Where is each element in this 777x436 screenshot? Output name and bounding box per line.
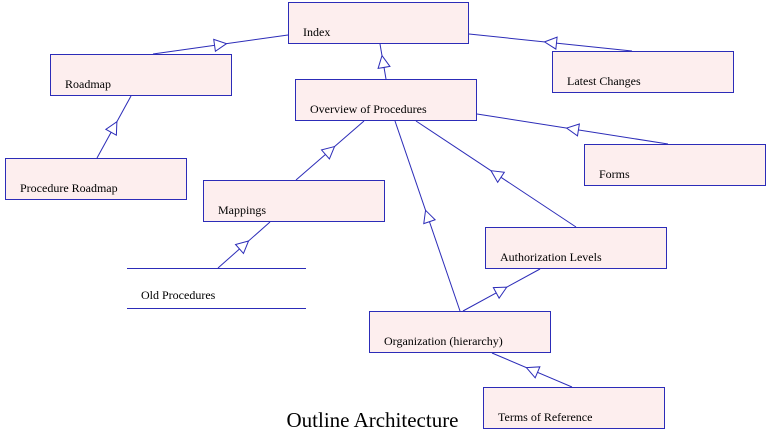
diagram-title: Outline Architecture — [286, 408, 459, 432]
node-roadmap: Roadmap — [50, 54, 232, 96]
arrowhead-icon — [104, 120, 118, 136]
node-forms: Forms — [584, 144, 766, 186]
node-mappings: Mappings — [203, 180, 385, 222]
node-label: Forms — [599, 167, 630, 181]
node-authorization-levels: Authorization Levels — [485, 227, 667, 269]
node-label: Organization (hierarchy) — [384, 334, 503, 348]
arrowhead-icon — [525, 366, 541, 379]
arrowhead-icon — [543, 36, 558, 50]
arrowhead-icon — [377, 54, 391, 70]
node-old-procedures: Old Procedures — [127, 268, 306, 309]
node-label: Terms of Reference — [498, 410, 593, 424]
node-index: Index — [288, 2, 469, 44]
node-label: Index — [303, 25, 331, 39]
node-label: Overview of Procedures — [310, 102, 427, 116]
node-procedure-roadmap: Procedure Roadmap — [5, 158, 187, 200]
node-label: Mappings — [218, 203, 266, 217]
arrowhead-icon — [423, 209, 437, 225]
arrowhead-icon — [320, 145, 336, 160]
node-label: Old Procedures — [141, 288, 216, 302]
node-label: Authorization Levels — [500, 250, 602, 264]
node-label: Latest Changes — [567, 74, 641, 88]
arrowhead-icon — [492, 286, 508, 300]
arrowhead-icon — [490, 170, 506, 184]
node-latest-changes: Latest Changes — [552, 51, 734, 93]
node-organization-hierarchy: Organization (hierarchy) — [369, 311, 551, 353]
arrowhead-icon — [234, 240, 250, 255]
node-terms-of-reference: Terms of Reference — [483, 387, 665, 429]
node-label: Roadmap — [65, 77, 111, 91]
arrowhead-icon — [213, 38, 228, 53]
node-label: Procedure Roadmap — [20, 181, 118, 195]
node-overview-of-procedures: Overview of Procedures — [295, 79, 477, 121]
arrowhead-icon — [565, 123, 580, 137]
